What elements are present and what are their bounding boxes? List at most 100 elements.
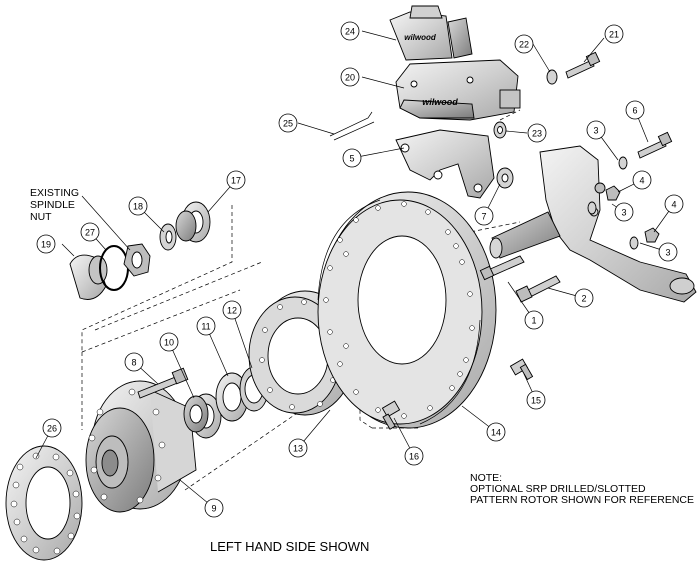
leader-lines: [35, 30, 675, 509]
part-18-washer: [159, 223, 177, 251]
callout-circle: [204, 498, 224, 518]
callout-number: 19: [41, 240, 51, 250]
callout-circle: [474, 206, 494, 226]
callout-24: 24: [340, 21, 360, 41]
callout-3: 3: [658, 242, 678, 262]
part-15-bolt: [509, 358, 534, 381]
callout-13: 13: [288, 438, 308, 458]
callout-number: 24: [345, 27, 355, 37]
callout-number: 11: [201, 322, 210, 332]
callout-number: 21: [609, 30, 619, 40]
callout-circle: [340, 67, 360, 87]
part-24-pads: wilwood: [389, 5, 473, 61]
callout-14: 14: [486, 422, 506, 442]
callout-6: 6: [625, 100, 645, 120]
callout-number: 13: [293, 444, 303, 454]
callout-number: 4: [639, 176, 644, 186]
part-26-ring: [5, 445, 83, 561]
callout-circle: [288, 438, 308, 458]
callout-circle: [278, 113, 298, 133]
callout-number: 25: [283, 119, 293, 129]
callout-4: 4: [664, 194, 684, 214]
existing-label-line-3: NUT: [30, 211, 52, 223]
callout-circle: [36, 234, 56, 254]
callout-8: 8: [124, 352, 144, 372]
callout-circle: [625, 100, 645, 120]
part-22-washer: [546, 69, 558, 85]
part-21-bolt: [565, 51, 601, 79]
callout-number: 3: [665, 248, 670, 258]
callout-21: 21: [604, 24, 624, 44]
caption-text: LEFT HAND SIDE SHOWN: [210, 539, 369, 554]
callout-circle: [524, 310, 544, 330]
note-line-1: NOTE:: [470, 472, 502, 484]
part-4-nuts: [605, 185, 660, 243]
callout-15: 15: [526, 390, 546, 410]
callout-27: 27: [80, 222, 100, 242]
callout-circle: [196, 316, 216, 336]
callout-4: 4: [632, 170, 652, 190]
callout-1: 1: [524, 310, 544, 330]
callout-20: 20: [340, 67, 360, 87]
callout-number: 1: [531, 316, 536, 326]
callout-number: 8: [131, 358, 136, 368]
callout-22: 22: [514, 34, 534, 54]
pad-brand-text: wilwood: [404, 33, 437, 42]
existing-label-line-2: SPINDLE: [30, 199, 75, 211]
callout-circle: [340, 21, 360, 41]
part-3-washers: [587, 156, 639, 250]
callout-number: 10: [164, 338, 174, 348]
callout-number: 16: [409, 452, 419, 462]
callout-16: 16: [404, 446, 424, 466]
callout-number: 15: [531, 396, 541, 406]
callout-circle: [342, 148, 362, 168]
callout-circle: [586, 120, 606, 140]
callout-number: 23: [532, 129, 542, 139]
part-16-bolt: [381, 400, 401, 430]
callout-number: 7: [481, 212, 486, 222]
part-17-bearing: [175, 201, 211, 243]
part-9-hub: [85, 380, 197, 513]
callout-circle: [80, 222, 100, 242]
callout-12: 12: [222, 300, 242, 320]
callout-circle: [159, 332, 179, 352]
callout-23: 23: [527, 123, 547, 143]
part-23-washer: [493, 121, 507, 139]
callout-number: 12: [227, 306, 237, 316]
callout-circle: [614, 202, 634, 222]
part-1-bolt: [479, 255, 525, 281]
callout-circle: [42, 418, 62, 438]
callout-25: 25: [278, 113, 298, 133]
callout-number: 3: [621, 208, 626, 218]
callout-circle: [514, 34, 534, 54]
callout-circle: [404, 446, 424, 466]
callout-circle: [604, 24, 624, 44]
callout-5: 5: [342, 148, 362, 168]
callout-layer: 1233344567891011121314151617181927242025…: [36, 21, 684, 518]
callout-18: 18: [128, 196, 148, 216]
callout-11: 11: [196, 316, 216, 336]
part-2-bolt: [515, 275, 561, 303]
callout-circle: [632, 170, 652, 190]
callout-19: 19: [36, 234, 56, 254]
callout-number: 20: [345, 73, 355, 83]
callout-circle: [128, 196, 148, 216]
callout-circle: [486, 422, 506, 442]
part-7-washer: [496, 167, 514, 189]
callout-circle: [658, 242, 678, 262]
callout-number: 2: [581, 294, 586, 304]
part-8-stud: [137, 367, 189, 399]
note-line-2: OPTIONAL SRP DRILLED/SLOTTED: [470, 483, 646, 495]
callout-number: 9: [211, 504, 216, 514]
callout-number: 5: [349, 154, 354, 164]
callout-circle: [664, 194, 684, 214]
callout-3: 3: [586, 120, 606, 140]
callout-10: 10: [159, 332, 179, 352]
callout-circle: [526, 390, 546, 410]
callout-number: 17: [231, 176, 241, 186]
caliper-brand-text: wilwood: [422, 97, 458, 107]
callout-number: 27: [85, 228, 95, 238]
callout-number: 4: [671, 200, 676, 210]
